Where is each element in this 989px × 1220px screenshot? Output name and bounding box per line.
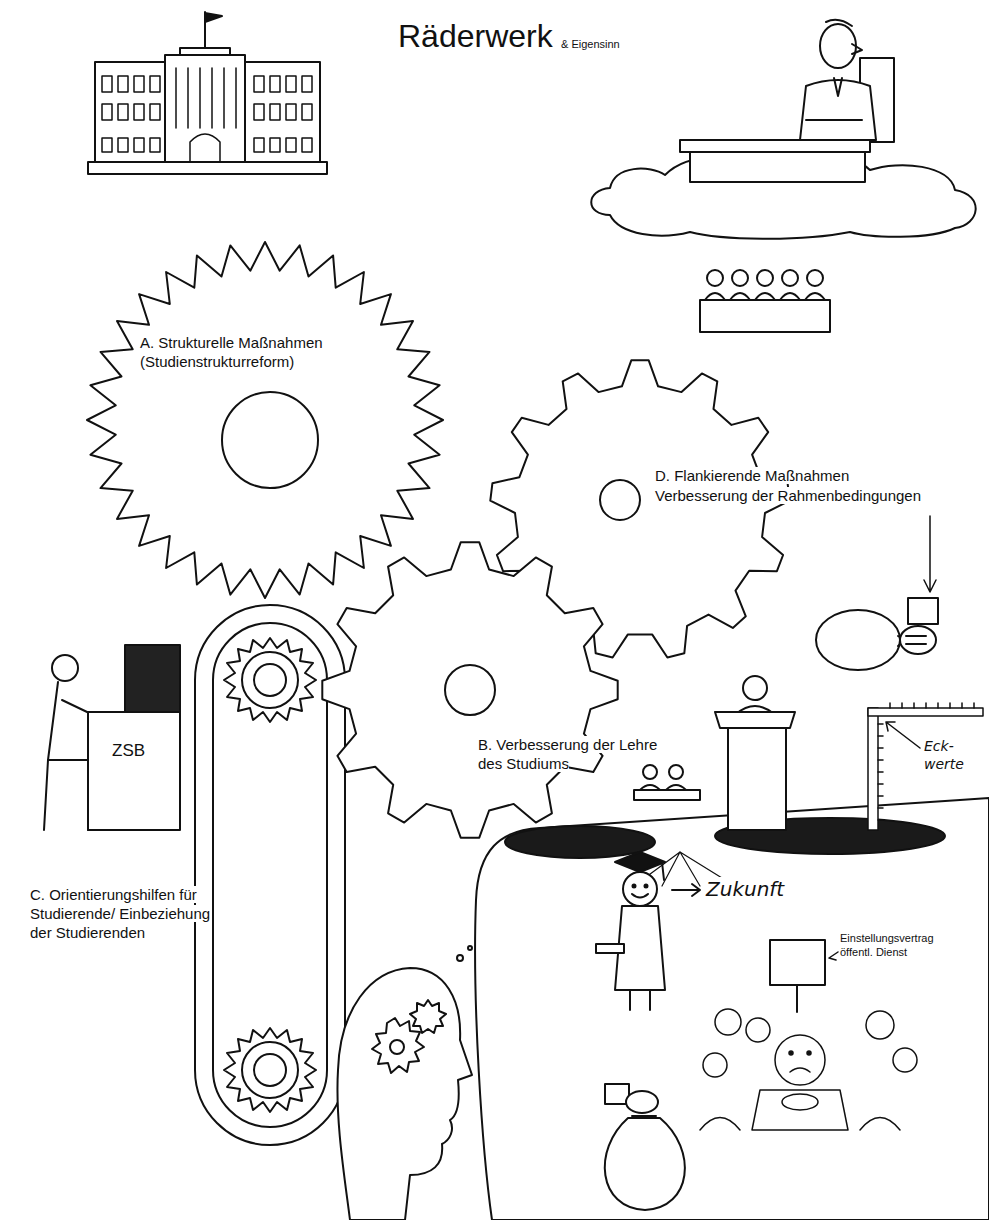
gear-teeth <box>87 242 443 598</box>
measure-label-holder: C. Orientierungshilfen für Studierende/ … <box>30 885 230 942</box>
title: Räderwerk <box>398 18 553 54</box>
gear-wheel: B. Verbesserung der Lehre des Studiums <box>300 520 770 840</box>
thought-bubble <box>475 798 989 1220</box>
university-building <box>88 12 327 174</box>
desk-label-holder: ZSB <box>112 740 172 762</box>
gear-outline <box>85 240 445 600</box>
gear-label: Verbesserung der Rahmenbedingungen <box>655 487 921 504</box>
gear-hub <box>600 480 640 520</box>
handwritten-note-holder: Zukunft <box>706 877 816 902</box>
gear-label-holder: D. Flankierende Maßnahmen <box>655 466 965 485</box>
handwritten-note: Zukunft <box>706 877 784 901</box>
desk-label: ZSB <box>112 741 145 760</box>
funding-hand <box>816 516 938 670</box>
gear-label-holder: Verbesserung der Rahmenbedingungen <box>655 486 965 505</box>
gear-label: A. Strukturelle Maßnahmen (Studienstrukt… <box>140 334 323 370</box>
committee-panel <box>700 270 830 332</box>
student-head <box>337 946 472 1220</box>
gear-hub <box>222 392 318 488</box>
gear-outline <box>300 520 770 840</box>
gear-teeth <box>322 542 617 837</box>
lecturer-at-lectern <box>634 676 795 830</box>
handwritten-note-holder: Einstellungsvertrag öffentl. Dienst <box>840 932 965 960</box>
subtitle: & Eigensinn <box>561 38 620 50</box>
gear-label-holder: B. Verbesserung der Lehre des Studiums <box>478 735 683 773</box>
ruler-corner <box>868 703 983 830</box>
handwritten-note-holder: Eck-werte <box>924 738 976 774</box>
boss-on-cloud <box>591 20 975 239</box>
gear-wheel: A. Strukturelle Maßnahmen (Studienstrukt… <box>85 240 445 600</box>
subtitle-holder: & Eigensinn <box>561 38 681 52</box>
gear-label: D. Flankierende Maßnahmen <box>655 467 849 484</box>
title-holder: Räderwerk <box>398 16 598 57</box>
gear-label-holder: A. Strukturelle Maßnahmen (Studienstrukt… <box>140 333 370 371</box>
advisor-at-desk <box>44 645 180 830</box>
handwritten-note: Eck-werte <box>924 738 964 772</box>
gear-hub <box>445 665 495 715</box>
handwritten-note: Einstellungsvertrag öffentl. Dienst <box>840 932 934 958</box>
measure-label: C. Orientierungshilfen für Studierende/ … <box>30 886 210 941</box>
gear-label: B. Verbesserung der Lehre des Studiums <box>478 736 657 772</box>
